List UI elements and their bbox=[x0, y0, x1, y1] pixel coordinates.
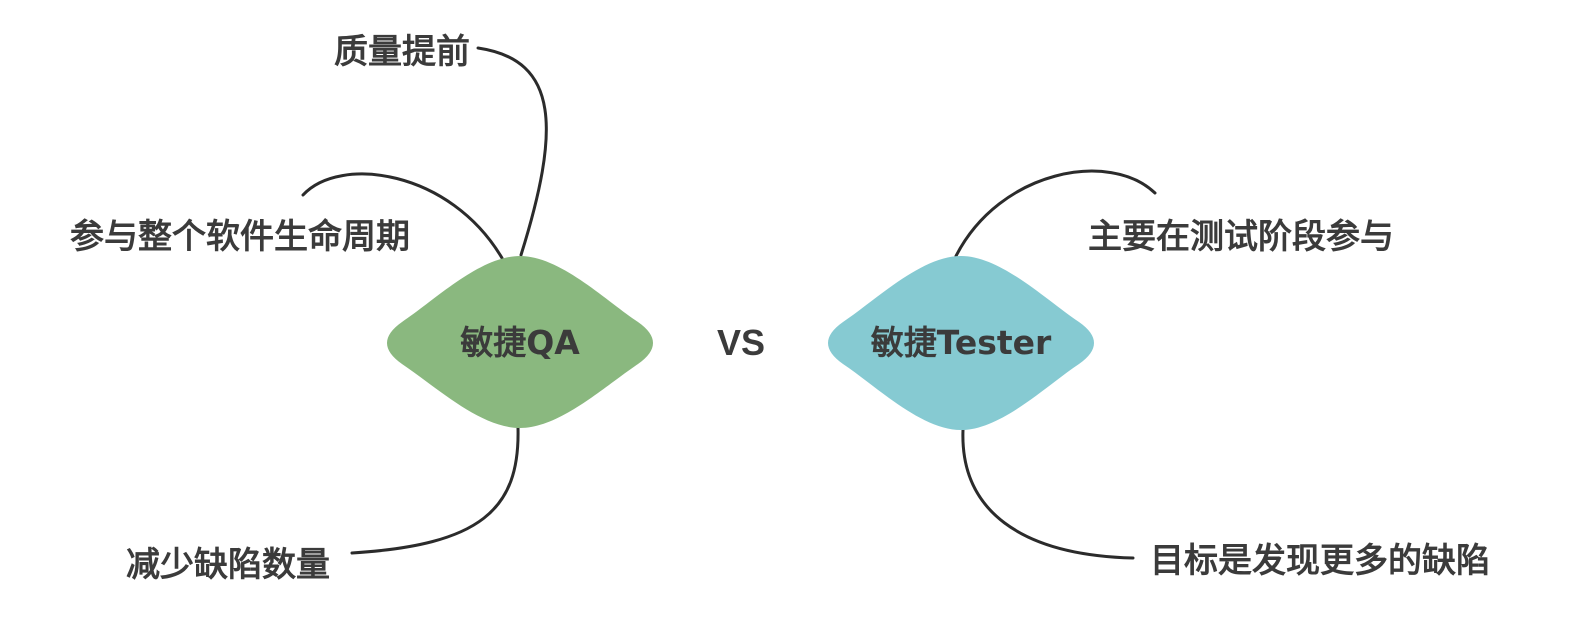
agile-tester-node[interactable] bbox=[828, 256, 1094, 430]
branch-reduce-defects[interactable]: 减少缺陷数量 bbox=[126, 545, 330, 585]
connector-reduce-defects bbox=[350, 426, 520, 555]
vs-label: VS bbox=[717, 322, 765, 363]
branch-test-phase[interactable]: 主要在测试阶段参与 bbox=[1088, 217, 1394, 257]
branch-more-defects[interactable]: 目标是发现更多的缺陷 bbox=[1150, 541, 1490, 581]
branch-full-lifecycle[interactable]: 参与整个软件生命周期 bbox=[70, 217, 410, 257]
agile-tester-label: 敏捷Tester bbox=[871, 323, 1052, 362]
connector-full-lifecycle bbox=[301, 172, 504, 260]
connector-more-defects bbox=[961, 428, 1135, 560]
branch-quality-early[interactable]: 质量提前 bbox=[334, 32, 470, 72]
agile-qa-label: 敏捷QA bbox=[460, 323, 580, 362]
connector-quality-early bbox=[476, 46, 548, 257]
agile-qa-node[interactable] bbox=[387, 256, 653, 428]
connector-test-phase bbox=[954, 169, 1157, 258]
